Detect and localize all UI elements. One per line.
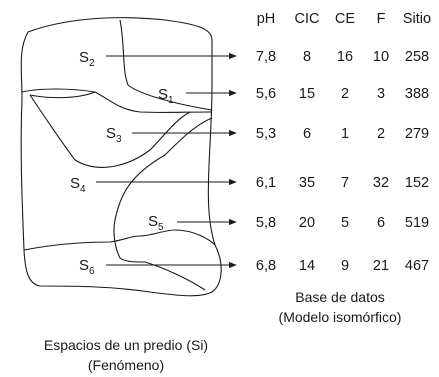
table-cell-r5-c2: 9 <box>341 258 349 274</box>
region-label-s1: S1 <box>158 86 174 106</box>
table-cell-r0-c4: 258 <box>405 49 429 65</box>
region-label-s5: S5 <box>148 213 164 233</box>
table-cell-r4-c0: 5,8 <box>256 215 276 231</box>
table-cell-r4-c2: 5 <box>341 215 349 231</box>
table-cell-r5-c3: 21 <box>373 258 389 274</box>
caption-left-line2: (Fenómeno) <box>88 357 164 373</box>
boundary-s1-lower <box>29 91 96 99</box>
table-cell-r2-c4: 279 <box>405 126 429 142</box>
table-cell-r2-c1: 6 <box>303 126 311 142</box>
table-cell-r1-c2: 2 <box>341 86 349 102</box>
table-cell-r0-c2: 16 <box>337 49 353 65</box>
boundary-s6 <box>144 261 206 291</box>
table-cell-r0-c0: 7,8 <box>256 49 276 65</box>
table-cell-r3-c2: 7 <box>341 175 349 191</box>
boundary-s4 <box>113 117 213 263</box>
table-cell-r1-c4: 388 <box>405 86 429 102</box>
table-cell-r1-c1: 15 <box>299 86 315 102</box>
table-cell-r5-c1: 14 <box>299 258 315 274</box>
table-cell-r0-c1: 8 <box>303 49 311 65</box>
boundary-s5 <box>23 229 216 251</box>
region-label-s4: S4 <box>70 175 86 195</box>
table-cell-r4-c4: 519 <box>405 215 429 231</box>
table-cell-r2-c3: 2 <box>377 126 385 142</box>
table-cell-r3-c0: 6,1 <box>256 175 276 191</box>
table-cell-r3-c3: 32 <box>373 175 389 191</box>
table-cell-r2-c0: 5,3 <box>256 126 276 142</box>
table-header-0: pH <box>257 11 276 27</box>
boundary-s2 <box>119 19 213 111</box>
caption-right-line1: Base de datos <box>295 289 385 305</box>
table-header-2: CE <box>335 11 355 27</box>
region-label-s2: S2 <box>79 49 95 69</box>
caption-right-line2: (Modelo isomórfico) <box>279 309 402 325</box>
table-cell-r1-c3: 3 <box>377 86 385 102</box>
boundary-s3 <box>29 94 191 168</box>
table-cell-r4-c1: 20 <box>299 215 315 231</box>
boundary-top-band <box>21 88 213 113</box>
table-cell-r2-c2: 1 <box>341 126 349 142</box>
table-cell-r5-c4: 467 <box>405 258 429 274</box>
table-header-4: Sitio <box>403 11 431 27</box>
table-cell-r1-c0: 5,6 <box>256 86 276 102</box>
table-cell-r3-c1: 35 <box>299 175 315 191</box>
table-cell-r5-c0: 6,8 <box>256 258 276 274</box>
table-header-3: F <box>377 11 386 27</box>
region-label-s6: S6 <box>79 257 95 277</box>
table-header-1: CIC <box>295 11 320 27</box>
table-cell-r3-c4: 152 <box>405 175 429 191</box>
region-label-s3: S3 <box>106 125 122 145</box>
property-map: S2 S1 S3 S4 S5 S6 <box>20 17 222 297</box>
caption-left-line1: Espacios de un predio (Si) <box>44 337 208 353</box>
table-cell-r0-c3: 10 <box>373 49 389 65</box>
table-cell-r4-c3: 6 <box>377 215 385 231</box>
arrows <box>96 52 237 269</box>
map-outline <box>20 17 222 297</box>
